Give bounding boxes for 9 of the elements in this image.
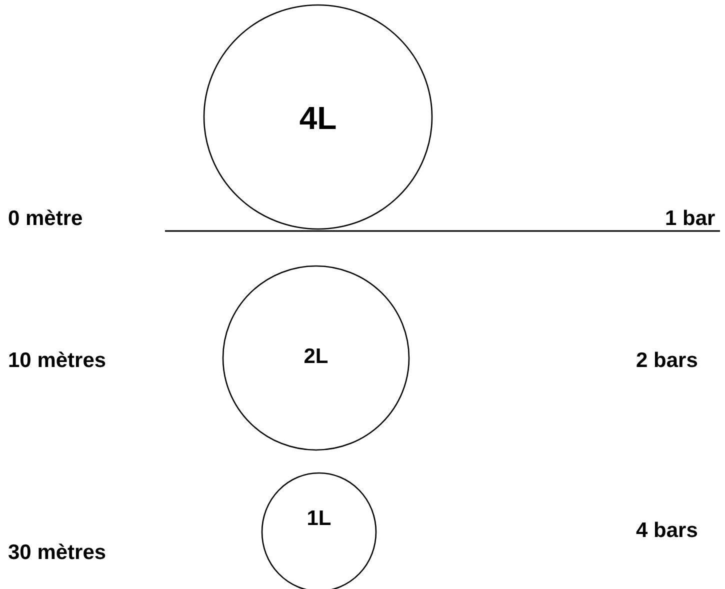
pressure-label: 1 bar bbox=[665, 208, 716, 229]
volume-label: 1L bbox=[306, 507, 332, 531]
depth-label: 10 mètres bbox=[8, 350, 106, 371]
pressure-label: 4 bars bbox=[636, 520, 698, 541]
volume-label: 2L bbox=[302, 345, 330, 369]
volume-label: 4L bbox=[298, 100, 338, 137]
pressure-label: 2 bars bbox=[636, 350, 698, 371]
depth-label: 30 mètres bbox=[8, 542, 106, 563]
depth-label: 0 mètre bbox=[8, 208, 83, 229]
